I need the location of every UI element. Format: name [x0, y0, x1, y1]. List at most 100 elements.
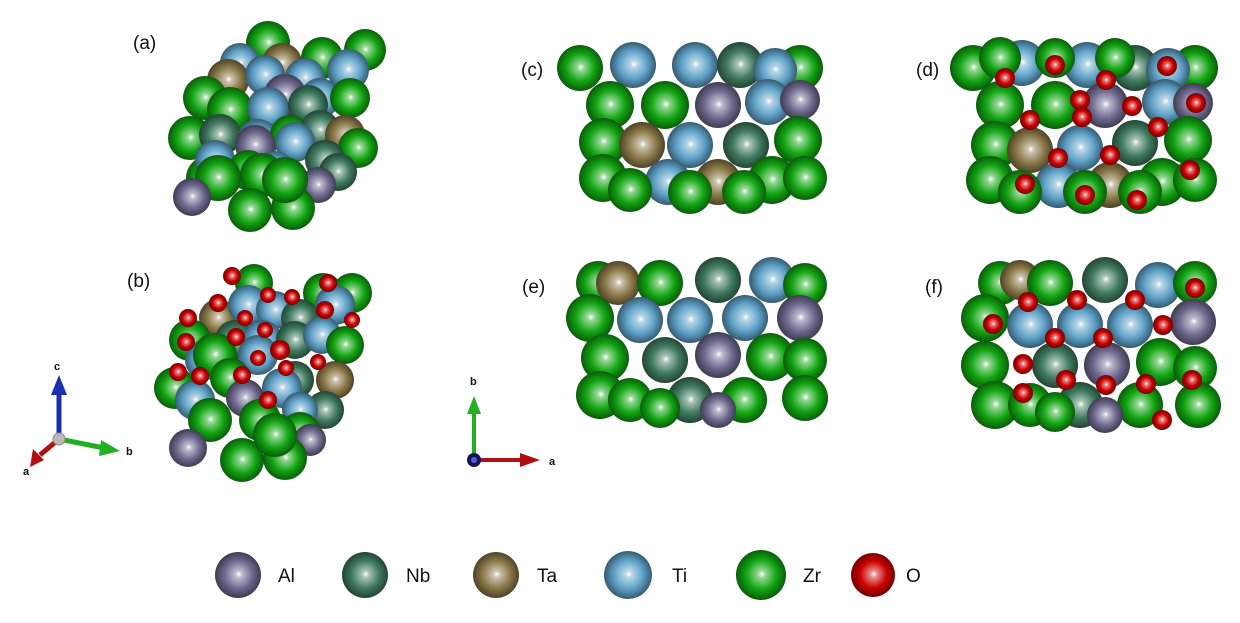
- panel-a-structure: [168, 21, 386, 232]
- atom-al: [169, 429, 207, 467]
- atom-o: [983, 314, 1003, 334]
- atom-ti: [1107, 302, 1153, 348]
- atom-o: [1125, 290, 1145, 310]
- element-legend: Al Nb Ta Ti Zr O: [215, 550, 921, 600]
- atom-zr: [579, 118, 627, 166]
- atom-ti: [1057, 125, 1103, 171]
- atom-zr: [640, 388, 680, 428]
- atom-o: [344, 312, 360, 328]
- b-axis-line: [58, 436, 105, 451]
- atom-o: [1075, 185, 1095, 205]
- atom-o: [995, 68, 1015, 88]
- atom-o: [1100, 145, 1120, 165]
- atom-o: [1045, 328, 1065, 348]
- atom-o: [169, 363, 187, 381]
- atom-o: [270, 340, 290, 360]
- legend-item-zr: Zr: [736, 550, 822, 600]
- atom-o: [179, 309, 197, 327]
- legend-swatch-ta: [473, 552, 519, 598]
- a-axis-arrowhead: [30, 449, 44, 467]
- c-axis-arrowhead: [51, 375, 67, 395]
- atom-zr: [641, 81, 689, 129]
- atom-o: [1072, 107, 1092, 127]
- atom-o: [227, 328, 245, 346]
- atom-o: [1070, 90, 1090, 110]
- atom-al: [173, 178, 211, 216]
- atom-ti: [1057, 302, 1103, 348]
- legend-item-al: Al: [215, 552, 295, 598]
- atom-o: [1136, 374, 1156, 394]
- atom-o: [1180, 160, 1200, 180]
- atom-o: [250, 350, 266, 366]
- atom-nb: [723, 122, 769, 168]
- atom-zr: [220, 438, 264, 482]
- legend-label-o: O: [906, 566, 921, 587]
- atom-o: [284, 289, 300, 305]
- atom-o: [1182, 370, 1202, 390]
- b-axis-label: b: [126, 446, 133, 458]
- atom-o: [191, 367, 209, 385]
- atom-zr: [722, 170, 766, 214]
- atom-zr: [262, 157, 308, 203]
- axis-triad-2d: b a: [467, 376, 556, 468]
- axis-triad-3d: c b a: [23, 361, 133, 478]
- atom-zr: [746, 333, 794, 381]
- atom-zr: [557, 45, 603, 91]
- atom-o: [260, 287, 276, 303]
- atom-o: [223, 267, 241, 285]
- b-axis-arrowhead: [99, 440, 120, 456]
- atom-ti: [667, 122, 713, 168]
- atom-o: [1096, 375, 1116, 395]
- atom-o: [257, 322, 273, 338]
- atom-o: [1096, 70, 1116, 90]
- atom-ti: [247, 87, 289, 129]
- atom-ti: [667, 297, 713, 343]
- atom-o: [177, 333, 195, 351]
- atom-zr: [1031, 81, 1079, 129]
- atom-ti: [1007, 302, 1053, 348]
- atom-zr: [330, 78, 370, 118]
- atom-zr: [1175, 382, 1221, 428]
- atom-al: [695, 82, 741, 128]
- c-axis-label: c: [54, 361, 60, 373]
- atom-zr: [1095, 38, 1135, 78]
- panel-label-f: (f): [925, 277, 943, 298]
- atom-nb: [717, 42, 763, 88]
- atom-al: [1087, 397, 1123, 433]
- legend-label-ta: Ta: [537, 566, 558, 587]
- atom-zr: [1136, 338, 1184, 386]
- atom-o: [1013, 383, 1033, 403]
- panel-label-e: (e): [522, 277, 545, 298]
- atom-ti: [749, 257, 795, 303]
- legend-item-o: O: [851, 553, 921, 597]
- atom-o: [209, 294, 227, 312]
- atom-o: [259, 391, 277, 409]
- atom-o: [278, 360, 294, 376]
- atom-o: [1127, 190, 1147, 210]
- atom-o: [237, 310, 253, 326]
- b-axis-2d-label: b: [470, 376, 477, 388]
- atom-nb: [1082, 257, 1128, 303]
- atom-o: [1186, 93, 1206, 113]
- atom-zr: [782, 375, 828, 421]
- panel-label-d: (d): [916, 60, 939, 81]
- atom-zr: [1117, 382, 1163, 428]
- atom-o: [316, 301, 334, 319]
- panel-label-c: (c): [521, 60, 543, 81]
- atom-zr: [774, 116, 822, 164]
- atom-o: [1013, 354, 1033, 374]
- legend-item-ti: Ti: [604, 551, 687, 599]
- atom-zr: [581, 334, 629, 382]
- a-axis-2d-arrowhead: [520, 453, 540, 467]
- atom-ti: [617, 297, 663, 343]
- atom-al: [1084, 342, 1130, 388]
- atom-ti: [672, 42, 718, 88]
- legend-label-zr: Zr: [803, 566, 822, 587]
- legend-swatch-nb: [342, 552, 388, 598]
- atom-al: [777, 295, 823, 341]
- atom-o: [1056, 370, 1076, 390]
- atom-o: [233, 366, 251, 384]
- legend-label-al: Al: [278, 566, 295, 587]
- atom-zr: [961, 341, 1009, 389]
- atom-zr: [637, 260, 683, 306]
